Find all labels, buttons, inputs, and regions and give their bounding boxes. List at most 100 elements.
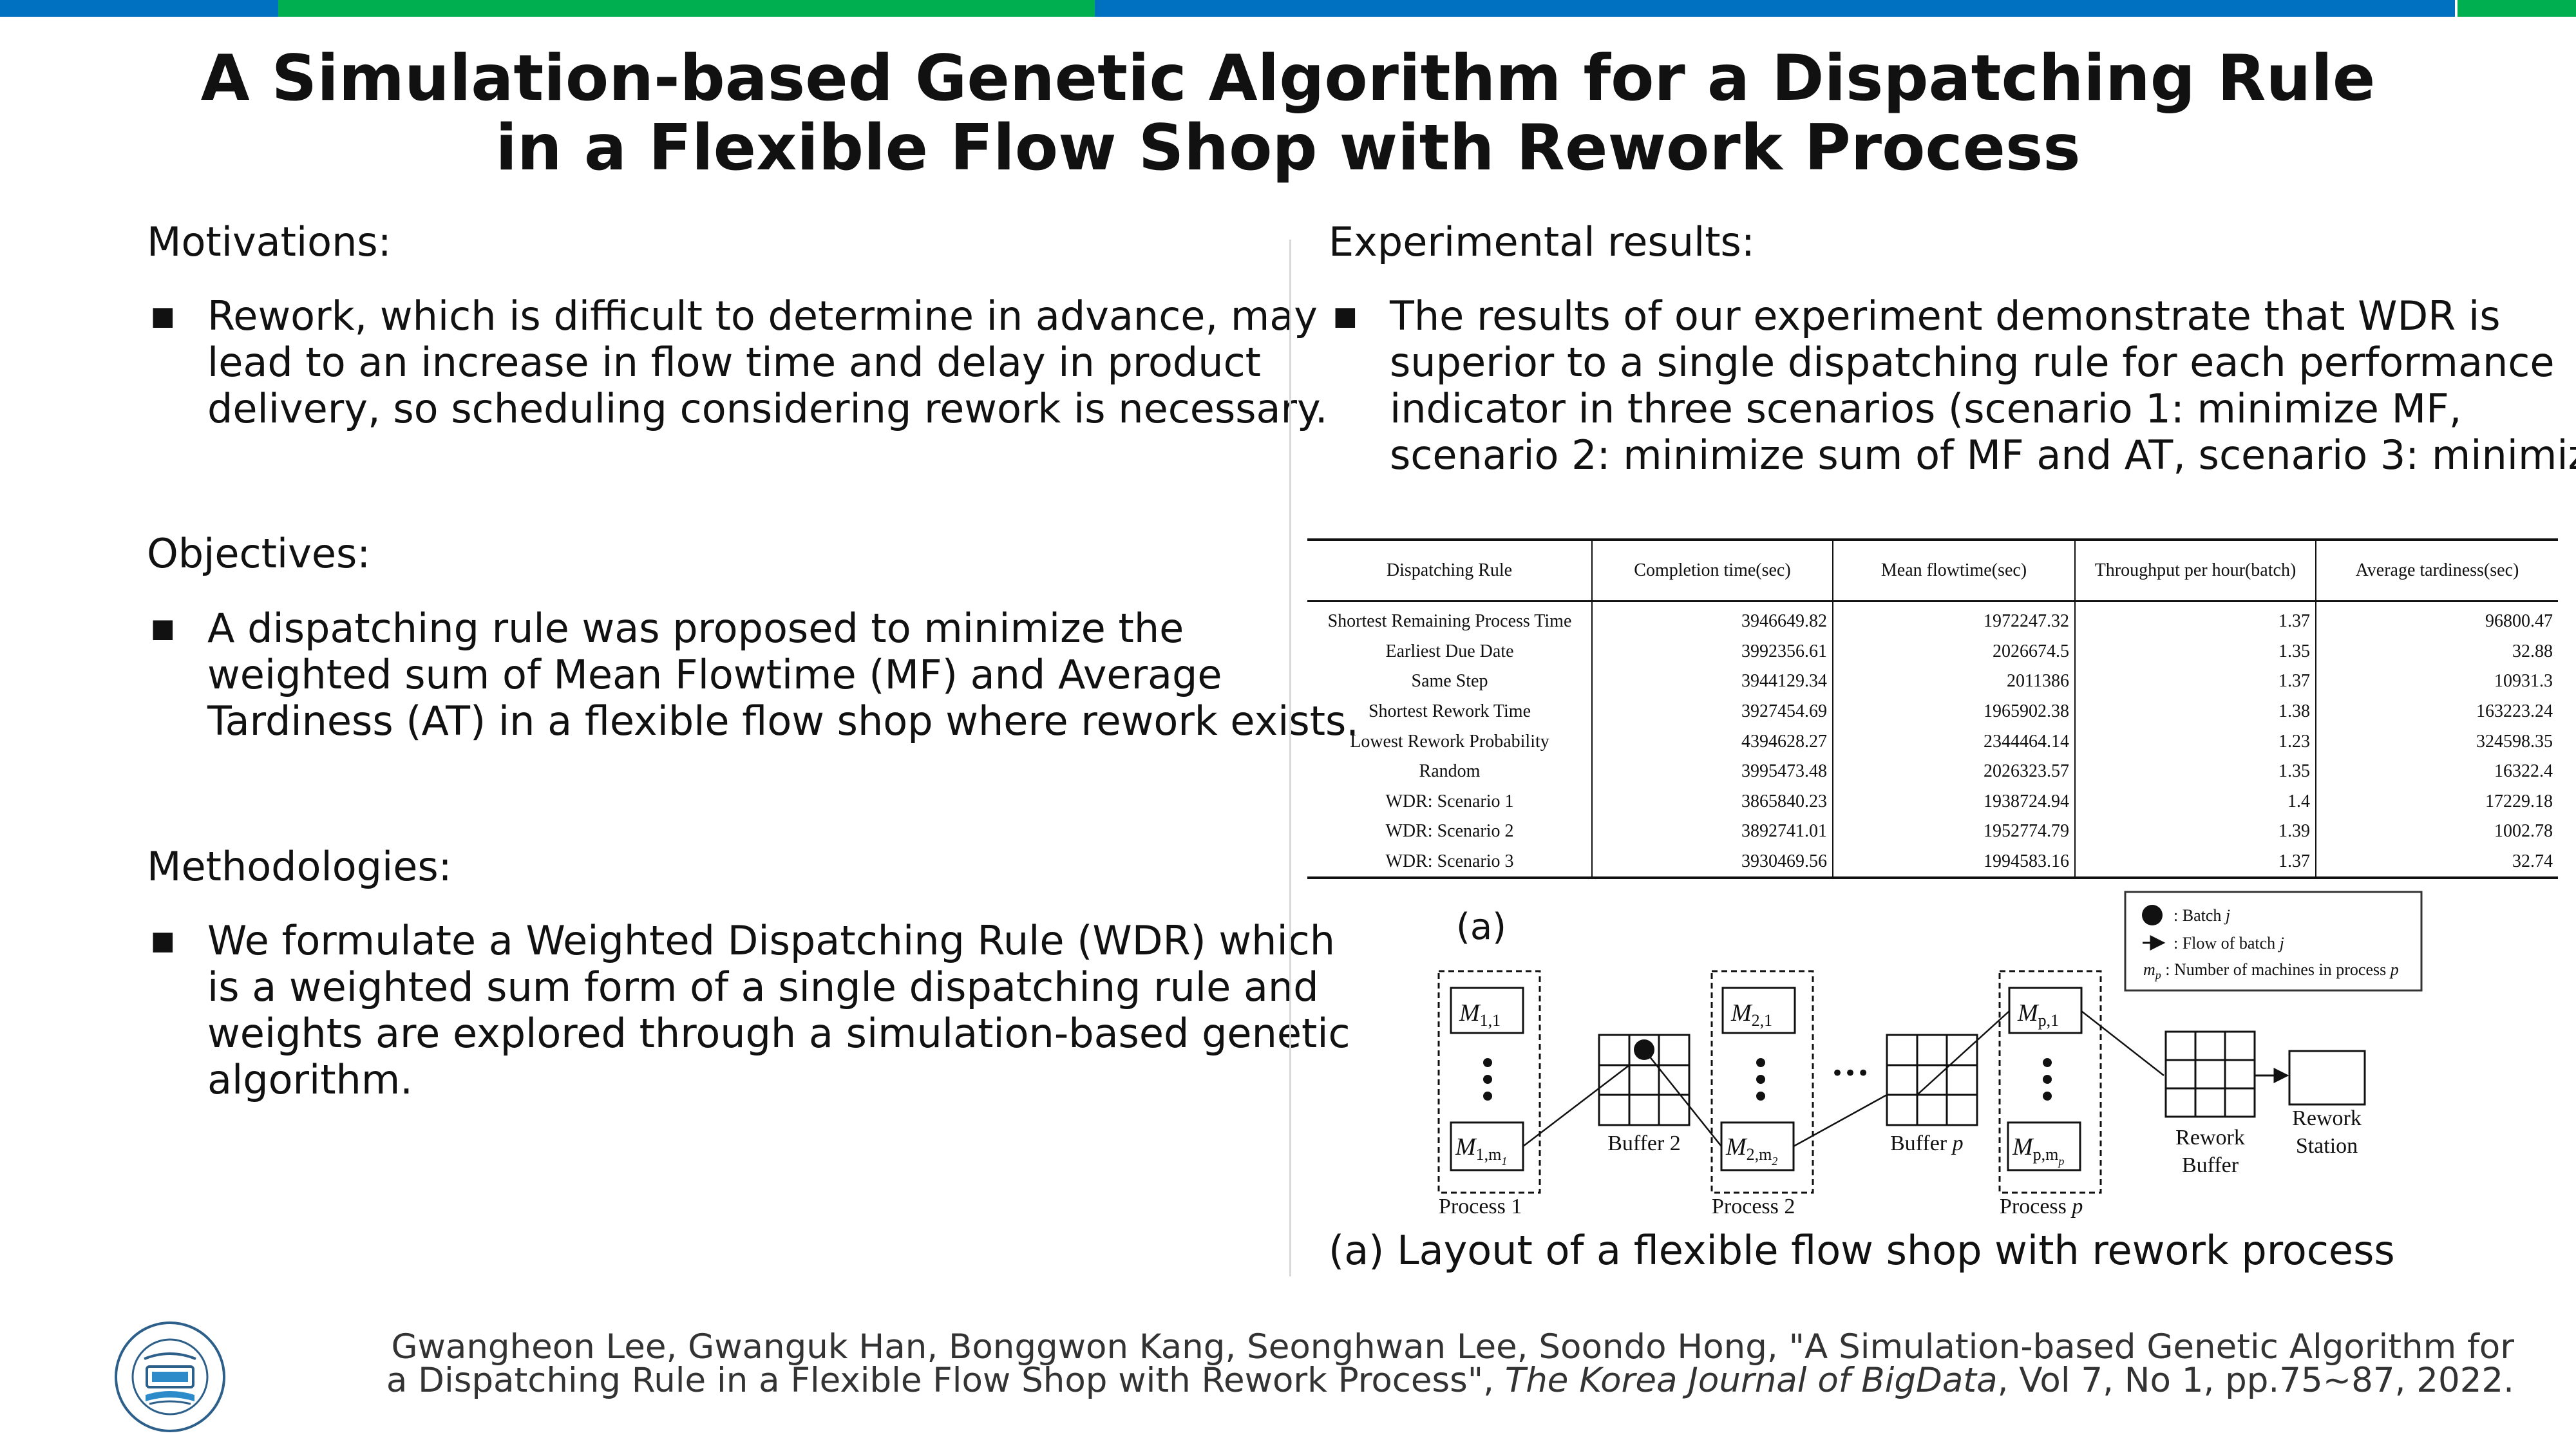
bullet-square-icon: ■ [151,614,175,643]
table-cell: Same Step [1411,671,1488,692]
process-2-label: Process 2 [1712,1195,1795,1218]
results-line-1: The results of our experiment demonstrat… [1390,292,2501,339]
table-cell: 1.35 [2074,636,2316,667]
batch-dot-icon [2142,905,2163,925]
table-cell: 2026323.57 [1832,756,2075,787]
methodologies-line-4: algorithm. [207,1056,413,1103]
motivations-bullet: ■ Rework, which is difficult to determin… [151,292,1328,432]
citation-line-1: Gwangheon Lee, Gwanguk Han, Bonggwon Kan… [391,1327,2514,1367]
svg-text:: Batch j: : Batch j [2174,906,2230,925]
motivations-heading: Motivations: [147,218,392,265]
results-line-2: superior to a single dispatching rule fo… [1390,339,2555,386]
poster-title: A Simulation-based Genetic Algorithm for… [0,44,2576,183]
table-row: WDR: Scenario 2 3892741.01 1952774.79 1.… [1307,817,2558,847]
process-p: Mp,1 Mp,mp Process p [1998,970,2102,1218]
table-cell: 32.74 [2315,846,2558,880]
buffer-2: Buffer 2 [1598,1034,1690,1155]
methodologies-line-2: is a weighted sum form of a single dispa… [207,963,1319,1010]
table-cell: 3944129.34 [1591,667,1833,697]
svg-text:mp : Number of machines in pro: mp : Number of machines in process p [2143,960,2399,981]
table-cell: 96800.47 [2315,601,2558,637]
process-2: M2,1 M2,m2 Process 2 [1710,970,1814,1218]
results-table: Dispatching Rule Completion time(sec) Me… [1307,538,2558,880]
objectives-bullet: ■ A dispatching rule was proposed to min… [151,605,1359,744]
methodologies-bullet: ■ We formulate a Weighted Dispatching Ru… [151,917,1350,1103]
rework-station-label-2: Station [2296,1134,2358,1158]
table-row: Shortest Remaining Process Time 3946649.… [1307,601,2558,637]
rework-buffer: Rework Buffer [2164,1030,2256,1177]
machine-p-1 [2008,987,2083,1034]
buffer-2-label: Buffer 2 [1607,1132,1681,1155]
top-bar-green-right [2458,0,2576,17]
bullet-square-icon: ■ [151,301,175,331]
table-cell: 10931.3 [2315,667,2558,697]
rework-station-label-1: Rework [2292,1106,2362,1130]
table-cell: 3865840.23 [1591,786,1833,817]
table-cell: 3946649.82 [1591,601,1833,637]
bullet-square-icon: ■ [1333,301,1358,331]
table-cell: 1.35 [2074,756,2316,787]
table-cell: 1.37 [2074,667,2316,697]
table-cell: 3930469.56 [1591,846,1833,880]
motivations-line-2: lead to an increase in flow time and del… [207,339,1261,386]
objectives-line-2: weighted sum of Mean Flowtime (MF) and A… [207,651,1222,698]
table-cell: Lowest Rework Probability [1350,731,1549,752]
top-color-bar [0,0,2576,17]
methodologies-line-1: We formulate a Weighted Dispatching Rule… [207,917,1336,964]
table-cell: 2011386 [1832,667,2075,697]
top-bar-green-left [278,0,1095,17]
svg-text:M1,1: M1,1 [1459,999,1501,1030]
table-header-cell: Dispatching Rule [1307,538,1592,602]
results-line-4: scenario 2: minimize sum of MF and AT, s… [1390,431,2576,478]
citation-line-2: a Dispatching Rule in a Flexible Flow Sh… [386,1361,2514,1400]
results-heading: Experimental results: [1329,218,1755,265]
table-cell: 1.4 [2074,786,2316,817]
table-header-cell: Average tardiness(sec) [2315,538,2558,602]
table-row: WDR: Scenario 3 3930469.56 1994583.16 1.… [1307,846,2558,880]
machine-2-1 [1721,987,1796,1034]
svg-text:Buffer p: Buffer p [1890,1132,1964,1155]
process-p-label: Process [2000,1195,2072,1218]
buffer-p-label: Buffer [1890,1132,1953,1155]
table-header-cell: Mean flowtime(sec) [1832,538,2075,602]
table-cell: 16322.4 [2315,756,2558,787]
table-cell: WDR: Scenario 3 [1307,846,1592,880]
top-bar-blue-left [0,0,278,17]
table-cell: 1938724.94 [1832,786,2075,817]
table-cell: 3992356.61 [1591,636,1833,667]
objectives-heading: Objectives: [147,530,371,577]
machine-1-1 [1450,987,1524,1034]
table-cell: 2344464.14 [1832,726,2075,757]
table-cell: 32.88 [2315,636,2558,667]
table-cell: 1972247.32 [1832,601,2075,637]
motivations-line-1: Rework, which is difficult to determine … [207,292,1318,339]
table-cell: 3927454.69 [1591,696,1833,727]
table-cell: 1994583.16 [1832,846,2075,880]
university-seal-logo [115,1321,225,1432]
table-cell: 1952774.79 [1832,817,2075,847]
methodologies-line-3: weights are explored through a simulatio… [207,1010,1350,1057]
objectives-line-1: A dispatching rule was proposed to minim… [207,605,1184,652]
table-row: Random 3995473.48 2026323.57 1.35 16322.… [1307,756,2558,787]
ellipsis: ••• [1831,1061,1870,1086]
objectives-line-3: Tardiness (AT) in a flexible flow shop w… [207,697,1359,744]
svg-text:Process p: Process p [2000,1195,2083,1218]
table-cell: 3995473.48 [1591,756,1833,787]
top-bar-blue-mid [1095,0,2455,17]
table-cell: 324598.35 [2315,726,2558,757]
table-row: Same Step 3944129.34 2011386 1.37 10931.… [1307,667,2558,697]
table-cell: 1.37 [2074,846,2316,880]
table-header-cell: Throughput per hour(batch) [2074,538,2316,602]
machine-p-m [2007,1121,2081,1171]
table-cell: 1002.78 [2315,817,2558,847]
table-cell: 163223.24 [2315,696,2558,727]
table-cell: 1.39 [2074,817,2316,847]
table-cell: Random [1419,761,1481,782]
table-cell: 4394628.27 [1591,726,1833,757]
table-cell: 17229.18 [2315,786,2558,817]
diagram-caption: (a) Layout of a flexible flow shop with … [1329,1227,2395,1274]
table-cell: 1.38 [2074,696,2316,727]
table-cell: 1.37 [2074,601,2316,637]
process-1-label: Process 1 [1439,1195,1522,1218]
rework-station: Rework Station [2288,1050,2366,1158]
